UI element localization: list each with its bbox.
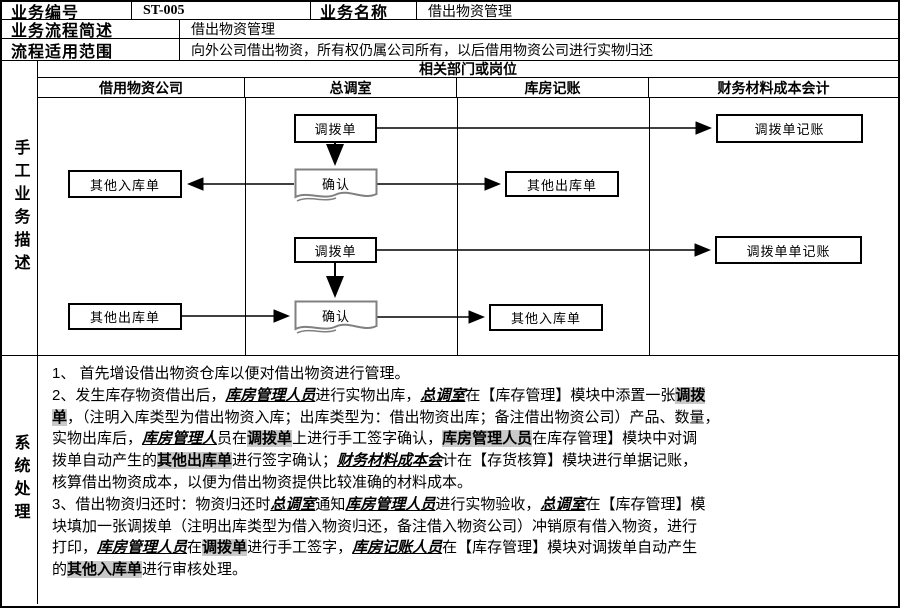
flow2-confirm-document-shape: 确认 — [294, 300, 378, 338]
flow1-confirm-label: 确认 — [321, 176, 350, 192]
system-text-line: 块填加一张调拨单（注明出库类型为借入物资归还，备注借入物资公司）冲销原有借入物资… — [52, 517, 698, 535]
swimlane-divider — [245, 98, 246, 355]
flow1-other-outbound-box: 其他出库单 — [505, 171, 619, 197]
system-section-label: 系统处理 — [2, 356, 38, 604]
system-text-line: 2、发生库存物资借出后，库房管理人员进行实物出库，总调室在【库存管理】模块中添置… — [52, 386, 706, 404]
swimlane-divider — [457, 98, 458, 355]
flow-desc-label: 业务流程简述 — [2, 20, 180, 39]
flow-desc-value: 借出物资管理 — [180, 20, 898, 39]
departments-title: 相关部门或岗位 — [38, 61, 898, 78]
scope-label: 流程适用范围 — [2, 39, 180, 61]
column-header-borrowing-company: 借用物资公司 — [38, 78, 245, 97]
flow1-transfer-order-box: 调拨单 — [294, 114, 377, 143]
system-text-line: 的其他入库单进行审核处理。 — [52, 561, 248, 579]
flow2-confirm-label: 确认 — [321, 308, 350, 324]
column-header-finance-cost-accountant: 财务材料成本会计 — [717, 79, 830, 96]
system-text-line: 单，（注明入库类型为借出物资入库；出库类型为：借出物资出库；备注借出物资公司）产… — [52, 408, 720, 426]
column-header-dispatch-office: 总调室 — [245, 78, 457, 97]
column-header-warehouse-bookkeeping: 库房记账 — [457, 78, 649, 97]
system-text-line: 打印，库房管理人员在调拨单进行手工签字，库房记账人员在【库存管理】模块对调拨单自… — [52, 539, 698, 557]
biz-name-value: 借出物资管理 — [417, 2, 898, 20]
system-text-line: 核算借出物资成本，以便为借出物资提供比较准确的材料成本。 — [52, 473, 473, 491]
scope-value: 向外公司借出物资，所有权仍属公司所有，以后借用物资公司进行实物归还 — [180, 39, 898, 61]
flow2-other-outbound-box: 其他出库单 — [68, 303, 182, 330]
flow-connectors — [182, 121, 712, 324]
system-text: 1、 首先增设借出物资仓库以便对借出物资进行管理。 2、发生库存物资借出后，库房管… — [38, 356, 898, 604]
biz-no-label: 业务编号 — [2, 2, 132, 20]
flow1-confirm-document-shape: 确认 — [294, 168, 378, 206]
system-text-line: 3、借出物资归还时：物资归还时总调室通知库房管理人员进行实物验收，总调室在【库存… — [52, 495, 706, 513]
manual-flowchart: 调拨单 调拨单记账 确认 其他入库单 其他出库单 调拨单 调拨单单记账 确认 其… — [38, 98, 898, 356]
manual-section-label: 手工业务描述 — [2, 61, 38, 356]
biz-name-label: 业务名称 — [311, 2, 417, 20]
system-text-line: 1、 首先增设借出物资仓库以便对借出物资进行管理。 — [52, 365, 410, 382]
biz-no-value: ST-005 — [132, 2, 311, 20]
system-text-line: 实物出库后，库房管理人员在调拨单上进行手工签字确认，库房管理人员在库存管理】模块… — [52, 430, 698, 448]
flow1-other-inbound-box: 其他入库单 — [68, 170, 182, 198]
flow2-transfer-order-box: 调拨单 — [294, 237, 377, 263]
flow2-transfer-posting-box: 调拨单单记账 — [715, 236, 862, 264]
flow1-transfer-posting-box: 调拨单记账 — [716, 114, 863, 143]
flow2-other-inbound-box: 其他入库单 — [489, 304, 603, 331]
department-header-row: 借用物资公司 总调室 库房记账 财务材料成本会计 — [38, 78, 898, 98]
swimlane-divider — [649, 98, 650, 355]
system-text-line: 拨单自动产生的其他出库单进行签字确认；财务材料成本会计在【存货核算】模块进行单据… — [52, 452, 698, 470]
